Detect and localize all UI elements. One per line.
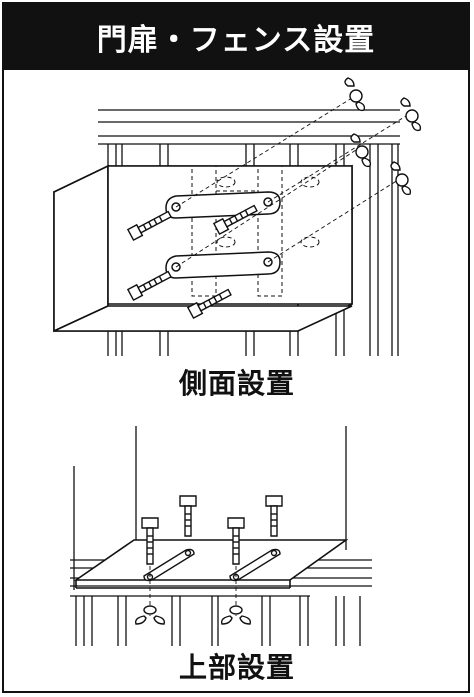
bottom-wing-nut	[136, 606, 251, 624]
slotted-bracket	[144, 550, 280, 581]
page-title: 門扉・フェンス設置	[96, 23, 376, 58]
top-install-caption: 上部設置	[178, 651, 295, 684]
bolt	[128, 203, 258, 318]
title-bar: 門扉・フェンス設置	[4, 4, 468, 70]
side-install-illustration	[0, 66, 474, 366]
wing-nut	[345, 78, 420, 194]
vertical-bolt	[142, 496, 282, 564]
base-plate	[76, 540, 346, 588]
side-install-caption: 側面設置	[178, 367, 295, 400]
top-install-illustration	[0, 410, 474, 650]
